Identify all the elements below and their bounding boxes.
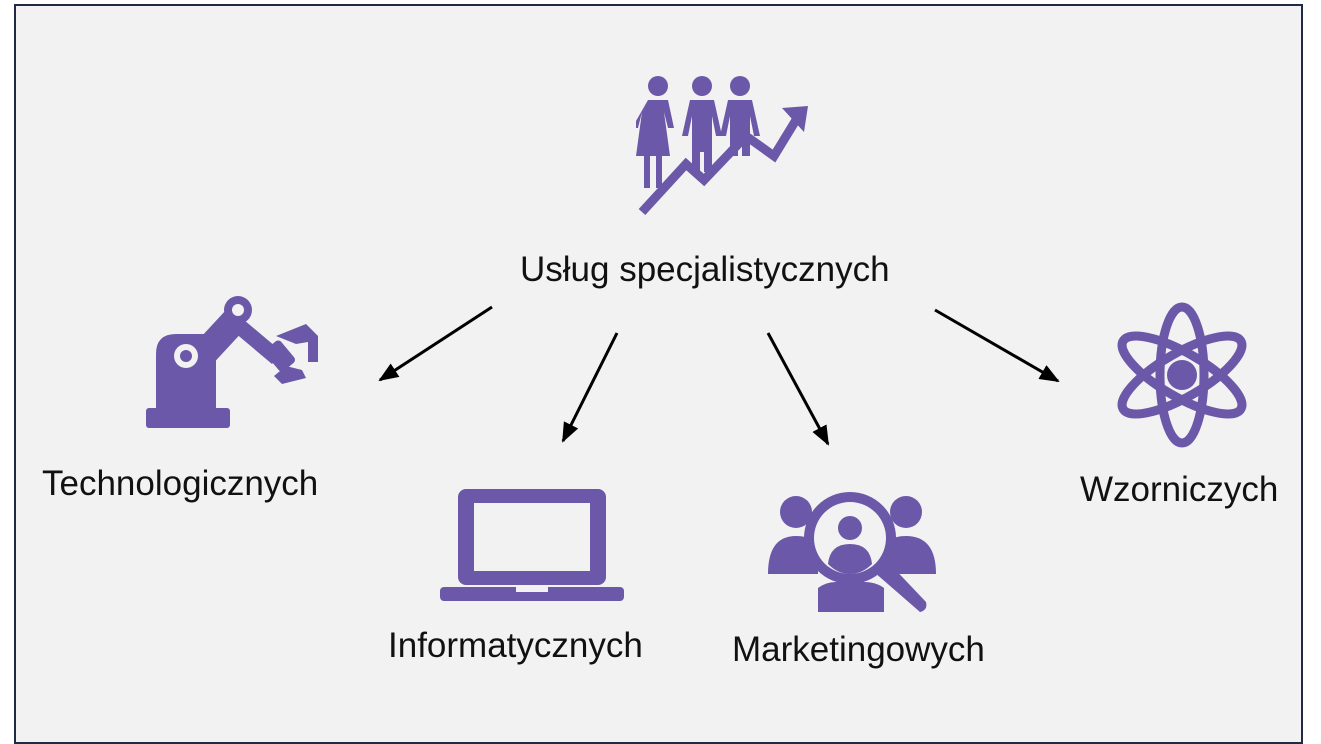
robot-arm-icon	[146, 296, 318, 428]
node-label-informatycznych: Informatycznych	[388, 626, 643, 665]
node-label-technologicznych: Technologicznych	[42, 464, 319, 503]
arrow-to-marketingowych	[766, 332, 830, 446]
arrow-to-technologicznych	[378, 305, 493, 382]
laptop-icon	[440, 489, 624, 601]
arrow-to-informatycznych	[561, 332, 619, 443]
atom-icon	[1117, 302, 1247, 448]
arrow-to-wzorniczych	[934, 308, 1060, 383]
people-growth-icon	[636, 76, 808, 216]
node-label-marketingowych: Marketingowych	[732, 630, 985, 669]
center-label: Usług specjalistycznych	[520, 250, 890, 289]
node-label-wzorniczych: Wzorniczych	[1080, 470, 1279, 509]
audience-search-icon	[768, 492, 936, 612]
